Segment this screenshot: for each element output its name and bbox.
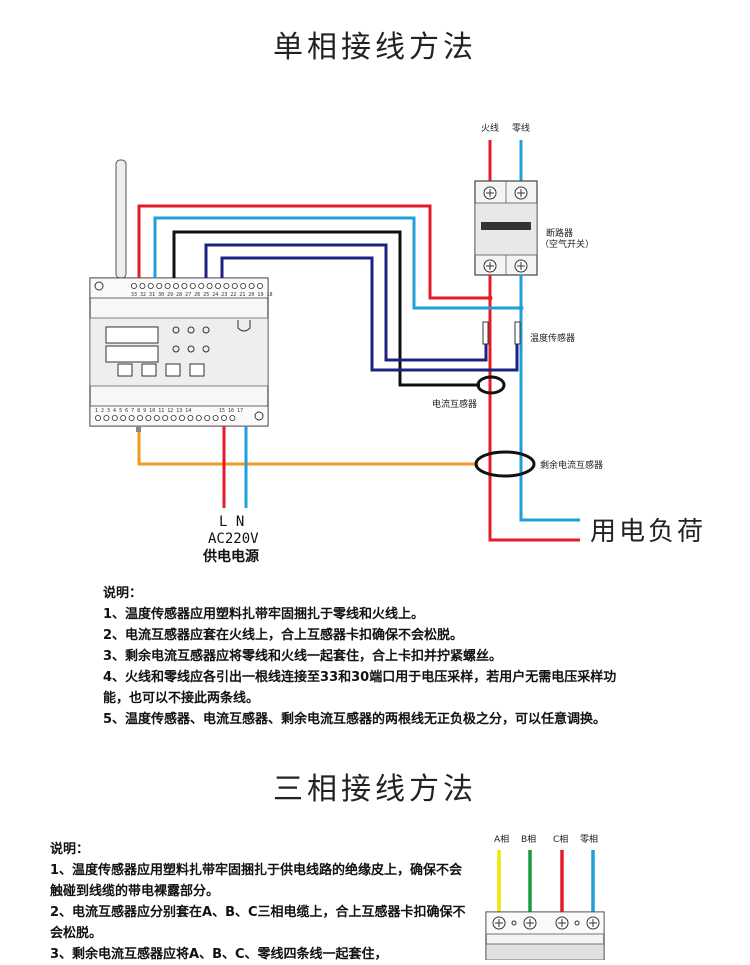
note-item: 4、火线和零线应各引出一根线连接至33和30端口用于电压采样，若用户无需电压采样… <box>103 670 617 706</box>
supply-label: 供电电源 <box>202 548 259 565</box>
temp-sensor-label: 温度传感器 <box>530 332 575 344</box>
top-terminal-numbers: 33 32 31 30 29 28 27 26 25 24 23 22 21 2… <box>131 292 272 298</box>
voltage-sample-live-wire <box>137 204 490 300</box>
terminal-screw-icon <box>256 282 263 289</box>
note-item: 3、剩余电流互感器应将零线和火线一起套住，合上卡扣并拧紧螺丝。 <box>103 649 503 664</box>
notes-heading: 说明： <box>103 586 143 601</box>
breaker-label-sub: （空气开关） <box>540 238 594 250</box>
antenna-icon <box>115 159 127 279</box>
terminal-screw-icon <box>220 414 227 421</box>
single-phase-title: 单相接线方法 <box>273 30 477 65</box>
single-phase-notes: 说明： 1、温度传感器应用塑料扎带牢固捆扎于零线和火线上。 2、电流互感器应套在… <box>103 583 623 730</box>
terminal-screw-icon <box>120 414 127 421</box>
ct-wire <box>172 230 480 387</box>
phase-a-label: A相 <box>494 833 509 845</box>
terminal-screw-icon <box>153 414 160 421</box>
terminal-screw-icon <box>172 282 179 289</box>
terminal-screw-icon <box>198 282 205 289</box>
temp-sensor-live <box>482 321 489 345</box>
current-transformer-icon <box>476 375 506 395</box>
voltage-label: AC220V <box>208 531 259 547</box>
terminal-screw-icon <box>162 414 169 421</box>
note-item: 5、温度传感器、电流互感器、剩余电流互感器的两根线无正负极之分，可以任意调换。 <box>103 712 607 727</box>
three-phase-breaker <box>485 911 605 960</box>
ct-label: 电流互感器 <box>432 398 477 410</box>
bottom-terminal-numbers-b: 15 16 17 <box>219 408 243 414</box>
terminal-screw-icon <box>195 414 202 421</box>
temp-sensor-wire-2 <box>220 256 519 372</box>
terminal-screw-icon <box>214 282 221 289</box>
terminal-screw-icon <box>130 282 137 289</box>
three-phase-title: 三相接线方法 <box>273 772 477 807</box>
terminal-screw-icon <box>111 414 118 421</box>
neutral-wire-out <box>519 275 570 522</box>
rcd-ct-label: 剩余电流互感器 <box>540 459 603 471</box>
temp-sensor-neutral <box>514 321 521 345</box>
note-item: 1、温度传感器应用塑料扎带牢固捆扎于零线和火线上。 <box>103 607 425 622</box>
terminal-screw-icon <box>231 282 238 289</box>
live-wire-label: 火线 <box>481 122 499 134</box>
terminal-screw-icon <box>136 414 143 421</box>
terminal-screw-icon <box>181 282 188 289</box>
terminal-screw-icon <box>189 282 196 289</box>
phase-n-label: 零相 <box>580 833 598 845</box>
terminal-screw-icon <box>206 282 213 289</box>
terminal-screw-icon <box>212 414 219 421</box>
bottom-terminal-block <box>95 414 236 421</box>
terminal-screw-icon <box>170 414 177 421</box>
terminal-screw-icon <box>223 282 230 289</box>
monitor-device: 33 32 31 30 29 28 27 26 25 24 23 22 21 2… <box>89 159 272 432</box>
terminal-screw-icon <box>248 282 255 289</box>
terminal-screw-icon <box>229 414 236 421</box>
temp-sensor-wire-1 <box>204 243 488 362</box>
terminal-screw-icon <box>103 414 110 421</box>
terminal-screw-icon <box>240 282 247 289</box>
top-terminal-block <box>130 282 263 289</box>
note-item: 2、电流互感器应分别套在A、B、C三相电缆上，合上互感器卡扣确保不会松脱。 <box>50 905 466 941</box>
note-item: 2、电流互感器应套在火线上，合上互感器卡扣确保不会松脱。 <box>103 628 464 643</box>
terminal-screw-icon <box>147 282 154 289</box>
terminal-screw-icon <box>178 414 185 421</box>
neutral-wire-label: 零线 <box>512 122 530 134</box>
bottom-terminal-numbers: 1 2 3 4 5 6 7 8 9 10 11 12 13 14 <box>95 408 191 414</box>
note-item: 1、温度传感器应用塑料扎带牢固捆扎于供电线路的绝缘皮上，确保不会触碰到线缆的带电… <box>50 863 463 899</box>
rcd-ct-wire <box>137 432 478 466</box>
terminal-screw-icon <box>145 414 152 421</box>
terminal-screw-icon <box>95 414 102 421</box>
terminal-screw-icon <box>156 282 163 289</box>
residual-ct-icon <box>474 450 536 478</box>
three-phase-notes: 说明： 1、温度传感器应用塑料扎带牢固捆扎于供电线路的绝缘皮上，确保不会触碰到线… <box>50 839 475 965</box>
terminal-screw-icon <box>164 282 171 289</box>
ln-label: L N <box>219 514 244 530</box>
load-label: 用电负荷 <box>590 517 706 547</box>
terminal-screw-icon <box>139 282 146 289</box>
phase-c-label: C相 <box>553 833 568 845</box>
live-wire-out <box>488 275 505 542</box>
notes-heading: 说明： <box>50 842 90 857</box>
voltage-sample-neutral-wire <box>153 216 521 310</box>
terminal-screw-icon <box>128 414 135 421</box>
breaker-label: 断路器 <box>546 227 573 239</box>
circuit-breaker <box>474 180 538 276</box>
note-item: 3、剩余电流互感器应将A、B、C、零线四条线一起套住， <box>50 947 388 962</box>
terminal-screw-icon <box>204 414 211 421</box>
phase-b-label: B相 <box>521 833 536 845</box>
terminal-screw-icon <box>187 414 194 421</box>
